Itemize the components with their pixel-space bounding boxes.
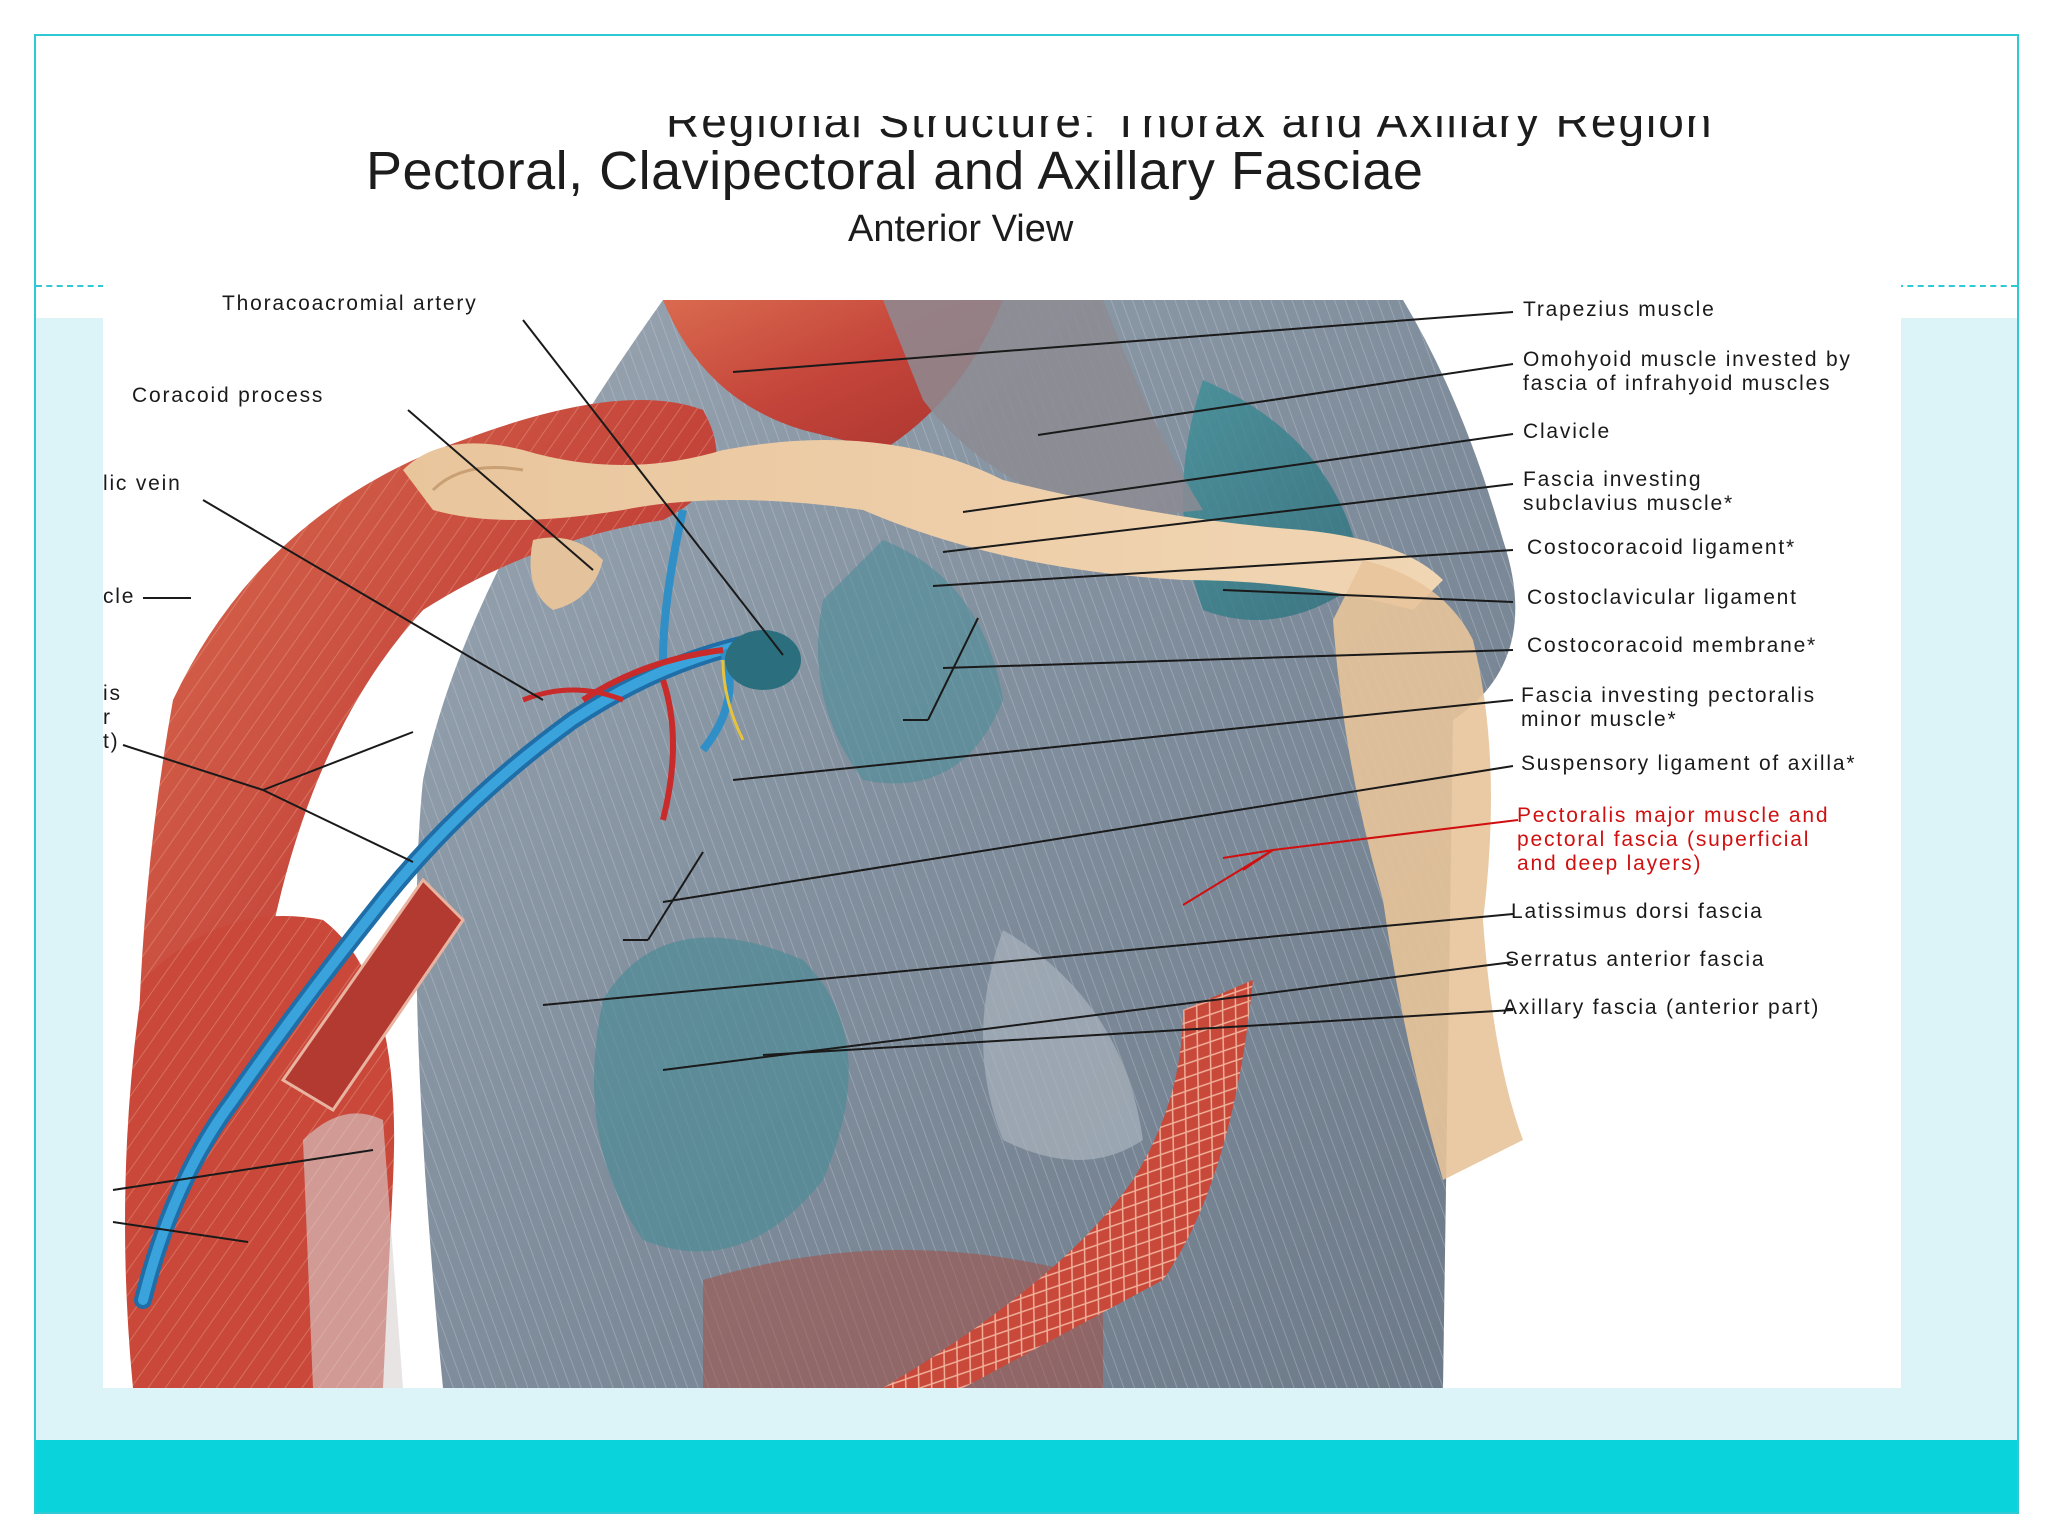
leader-lines xyxy=(112,311,1514,1243)
label-costocoracoid-membrane: Costocoracoid membrane* xyxy=(1527,634,1818,657)
pectoralis-cut-arm xyxy=(280,877,465,1113)
label-serratus-anterior-fascia: Serratus anterior fascia xyxy=(1505,948,1766,971)
red-leader-lines xyxy=(1182,819,1519,906)
label-is-fragment: is r t) xyxy=(103,682,122,753)
divider-left xyxy=(36,285,104,287)
label-pectoralis-major: Pectoralis major muscle and pectoral fas… xyxy=(1517,804,1830,875)
label-suspensory-ligament: Suspensory ligament of axilla* xyxy=(1521,752,1857,775)
slide-header: Regional Structure: Thorax and Axillary … xyxy=(36,36,2017,281)
coracoid-process xyxy=(530,537,603,610)
clavicle-bone xyxy=(403,440,1443,610)
label-costocoracoid-ligament: Costocoracoid ligament* xyxy=(1527,536,1797,559)
label-omohyoid-muscle: Omohyoid muscle invested by fascia of in… xyxy=(1523,348,1852,395)
cut-off-title: Regional Structure: Thorax and Axillary … xyxy=(666,116,1714,146)
label-vein-fragment: lic vein xyxy=(103,472,182,495)
label-costoclavicular-ligament: Costoclavicular ligament xyxy=(1527,586,1798,609)
label-muscle-fragment: cle xyxy=(103,585,136,608)
label-thoracoacromial-artery: Thoracoacromial artery xyxy=(222,292,478,315)
thoracoacromial-artery xyxy=(522,630,801,821)
label-axillary-fascia: Axillary fascia (anterior part) xyxy=(1503,996,1821,1019)
pectoralis-major-strip xyxy=(883,980,1253,1388)
anatomy-illustration xyxy=(112,300,1523,1388)
slide-subtitle: Anterior View xyxy=(848,208,1074,250)
label-coracoid-process: Coracoid process xyxy=(132,384,325,407)
label-fascia-pectoralis-minor: Fascia investing pectoralis minor muscle… xyxy=(1521,684,1816,731)
slide-title: Pectoral, Clavipectoral and Axillary Fas… xyxy=(366,141,1424,201)
anatomy-figure: Thoracoacromial artery Coracoid process … xyxy=(103,280,1901,1388)
label-latissimus-dorsi-fascia: Latissimus dorsi fascia xyxy=(1511,900,1764,923)
sternum-cartilage xyxy=(1333,560,1523,1180)
divider-right xyxy=(1897,285,2017,287)
deltoid-muscle xyxy=(137,400,717,1280)
label-fascia-subclavius: Fascia investing subclavius muscle* xyxy=(1523,468,1734,515)
footer-bar xyxy=(36,1440,2017,1512)
label-trapezius-muscle: Trapezius muscle xyxy=(1523,298,1716,321)
label-clavicle: Clavicle xyxy=(1523,420,1611,443)
